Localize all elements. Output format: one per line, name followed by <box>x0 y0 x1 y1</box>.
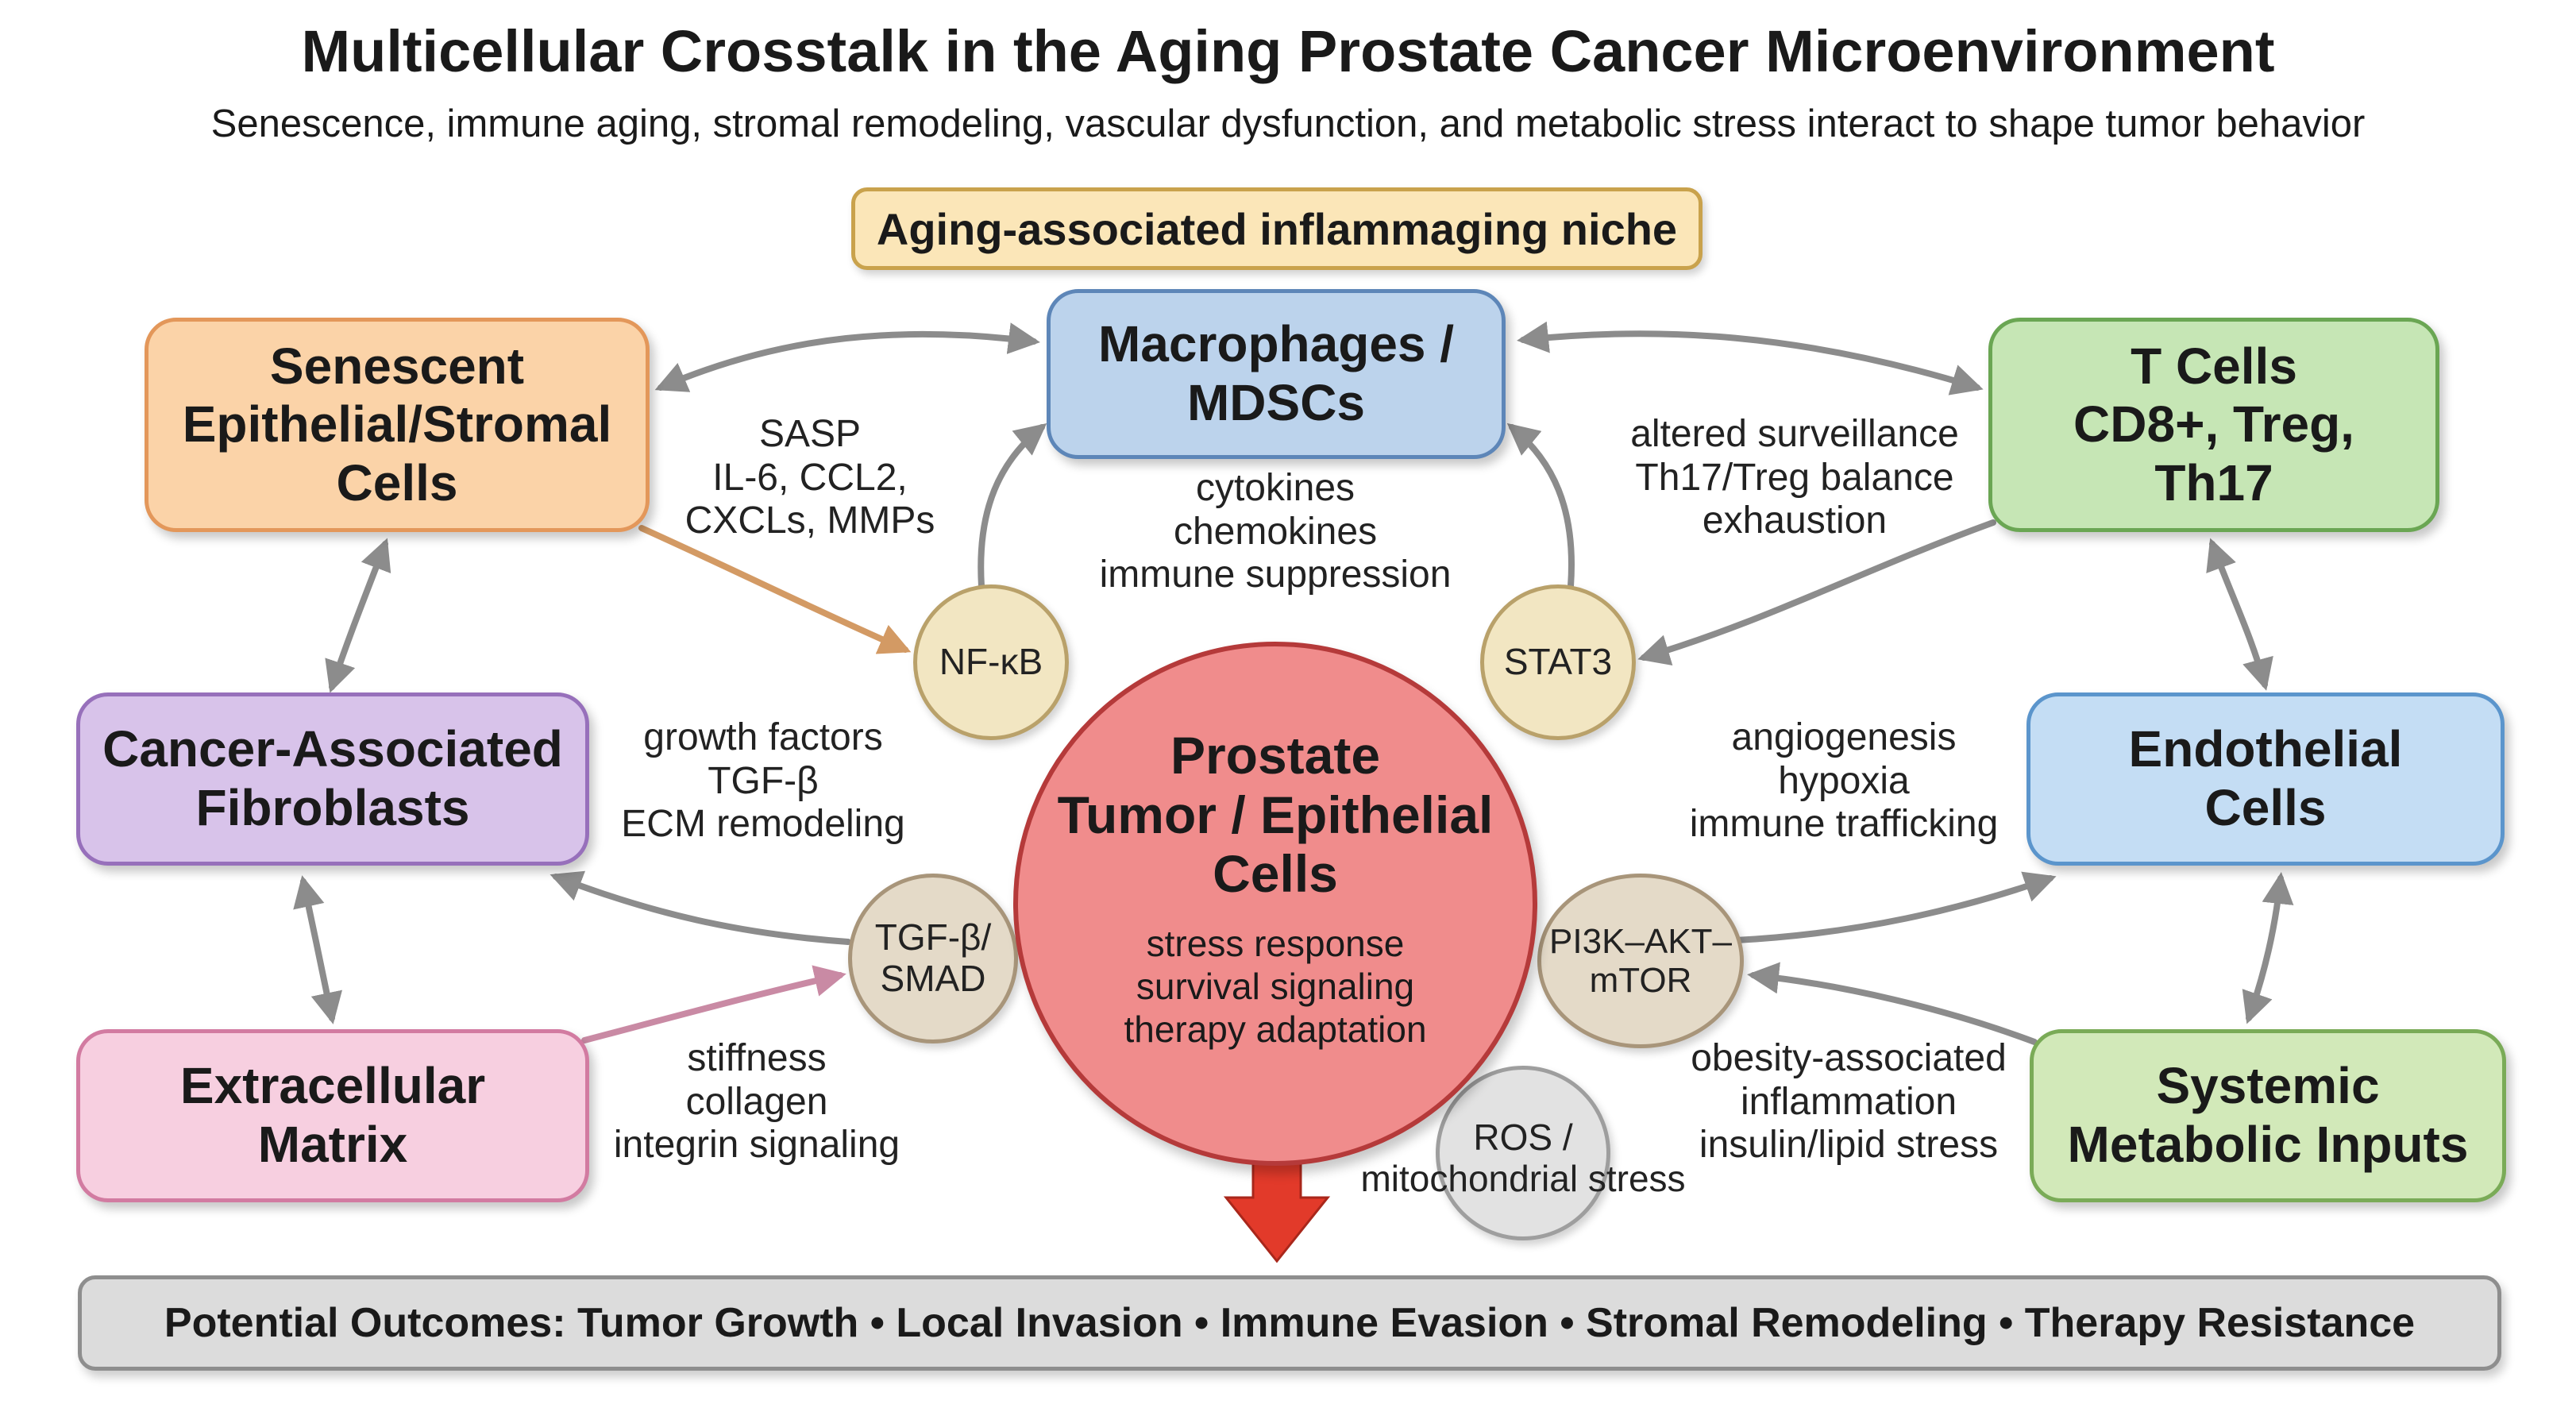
box-line: Th17 <box>2154 453 2273 511</box>
box-line: MDSCs <box>1186 374 1366 431</box>
potential-outcomes-bar: Potential Outcomes: Tumor Growth • Local… <box>78 1275 2501 1371</box>
arrow-ecm-tgfb <box>581 965 846 1043</box>
box-line: Cells <box>336 453 458 511</box>
arrow-nfkb-macrophages <box>978 422 1047 589</box>
arrow-down-to-outcomes <box>1223 1151 1331 1263</box>
box-line: Senescent <box>269 337 525 395</box>
box-line: Epithelial/Stromal <box>182 395 612 453</box>
box-line: Macrophages / <box>1097 315 1455 373</box>
node-ros-mitochondrial-stress[interactable]: ROS /mitochondrial stress <box>1360 1066 1686 1240</box>
box-line: Fibroblasts <box>195 779 470 836</box>
arrow-senescent-nfkb <box>638 525 912 654</box>
diagram-title: Multicellular Crosstalk in the Aging Pro… <box>301 18 2275 84</box>
arrow-senescent-caf <box>325 538 391 693</box>
arrow-caf-ecm <box>293 875 343 1024</box>
node-nf-kb[interactable]: NF-κB <box>913 584 1069 740</box>
box-extracellular-matrix[interactable]: Extracellular Matrix <box>76 1029 589 1202</box>
box-endothelial-cells[interactable]: Endothelial Cells <box>2026 692 2505 866</box>
box-systemic-metabolic-inputs[interactable]: Systemic Metabolic Inputs <box>2030 1029 2506 1202</box>
box-t-cells[interactable]: T Cells CD8+, Treg, Th17 <box>1988 318 2439 532</box>
arrow-tcells-endothelial <box>2206 538 2273 691</box>
box-line: Extracellular <box>179 1057 486 1115</box>
box-cancer-associated-fibroblasts[interactable]: Cancer-Associated Fibroblasts <box>76 692 589 866</box>
box-line: Metabolic Inputs <box>2067 1116 2469 1173</box>
box-line: Systemic <box>2156 1057 2380 1115</box>
box-line: T Cells <box>2131 337 2297 395</box>
arrow-tcells-stat3 <box>1637 519 1996 665</box>
arrow-stat3-macrophages <box>1506 422 1575 589</box>
arrow-senescent-macrophages <box>654 322 1040 392</box>
arrow-endothelial-metabolic <box>2242 872 2294 1024</box>
arrow-macrophages-tcells <box>1517 321 1984 395</box>
diagram-subtitle: Senescence, immune aging, stromal remode… <box>210 102 2366 145</box>
arrow-pi3k-endothelial <box>1733 871 2057 943</box>
box-line: Endothelial <box>2128 720 2403 778</box>
node-stat3[interactable]: STAT3 <box>1480 584 1636 740</box>
box-senescent-cells[interactable]: Senescent Epithelial/Stromal Cells <box>145 318 650 532</box>
box-line: Matrix <box>257 1116 408 1173</box>
inflammaging-niche-label: Aging-associated inflammaging niche <box>851 187 1703 270</box>
node-tgf-beta-smad[interactable]: TGF-β/SMAD <box>848 874 1018 1043</box>
box-line: Cells <box>2204 779 2327 836</box>
box-line: Cancer-Associated <box>102 720 563 778</box>
arrow-metabolic-pi3k <box>1747 962 2038 1045</box>
box-macrophages-mdscs[interactable]: Macrophages / MDSCs <box>1047 289 1506 459</box>
arrow-tgfb-caf <box>550 870 851 945</box>
box-line: CD8+, Treg, <box>2073 395 2354 453</box>
node-pi3k-akt-mtor[interactable]: PI3K–AKT–mTOR <box>1537 874 1744 1048</box>
